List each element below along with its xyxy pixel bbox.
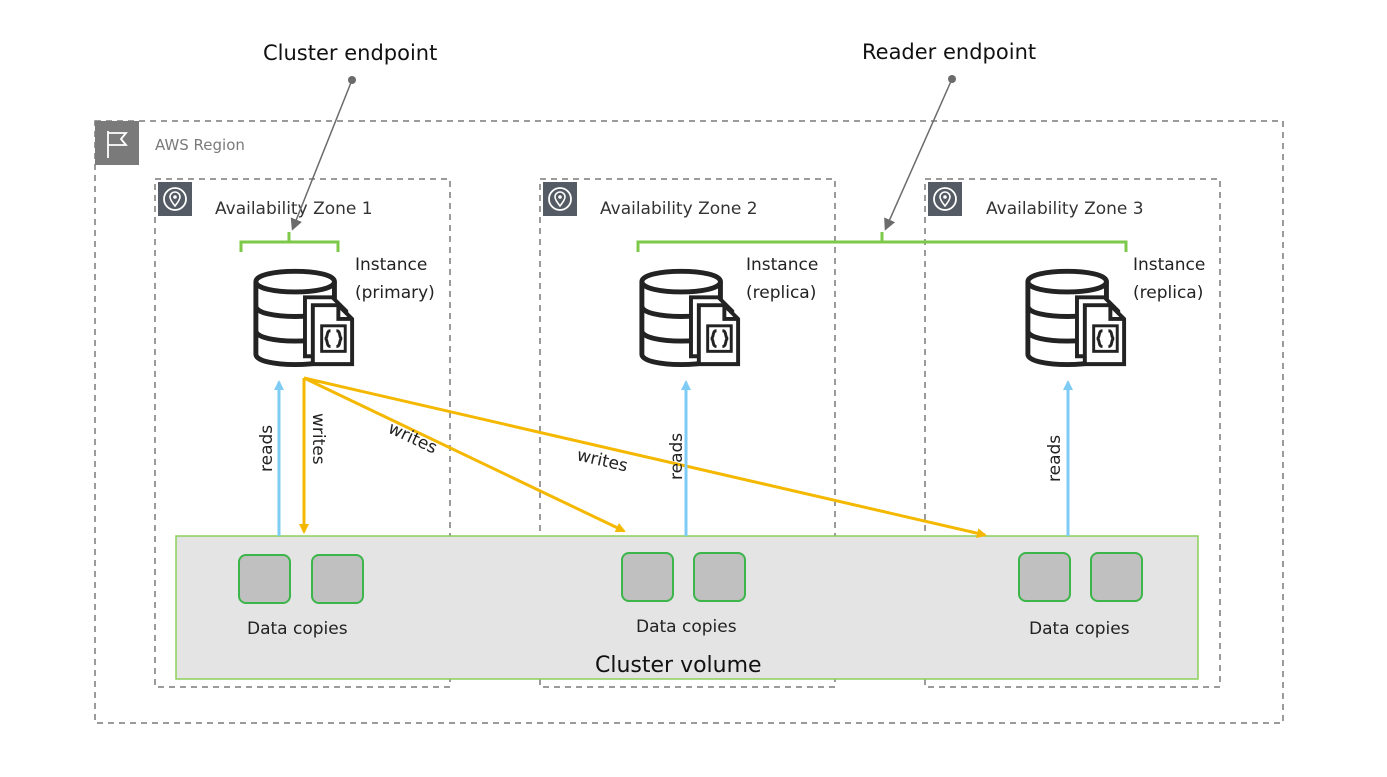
writes-arrow-zone-3 <box>303 376 987 539</box>
availability-zone-3-box <box>924 178 1221 688</box>
availability-zone-1-box <box>154 178 451 688</box>
database-document-icon <box>256 271 352 364</box>
reads-label: reads <box>1045 435 1065 482</box>
cluster-endpoint-label: Cluster endpoint <box>263 41 437 65</box>
data-copy-block <box>693 552 746 602</box>
zone-1-label: Availability Zone 1 <box>215 199 373 219</box>
reads-label: reads <box>667 433 687 480</box>
instance-label: Instance <box>746 255 818 275</box>
data-copies-label: Data copies <box>636 617 737 637</box>
cluster-endpoint-pointer <box>290 79 353 231</box>
reads-label: reads <box>257 425 277 472</box>
cluster-volume-label: Cluster volume <box>595 653 762 678</box>
reader-endpoint-pointer <box>884 78 953 231</box>
data-copies-label: Data copies <box>1029 619 1130 639</box>
writes-arrow-zone-2 <box>303 376 626 533</box>
cluster-endpoint-bracket <box>239 232 340 252</box>
data-copy-block <box>621 552 674 602</box>
data-copy-block <box>311 554 364 604</box>
zone-3-label: Availability Zone 3 <box>986 199 1144 219</box>
location-pin-icon <box>158 182 192 216</box>
instance-role-label: (replica) <box>1133 283 1203 303</box>
location-pin-icon <box>543 182 577 216</box>
data-copy-block <box>238 554 291 604</box>
instance-role-label: (primary) <box>355 283 435 303</box>
writes-label: writes <box>385 418 440 458</box>
writes-label: writes <box>308 413 328 465</box>
database-document-icon <box>1028 271 1124 364</box>
instance-label: Instance <box>355 255 427 275</box>
region-label: AWS Region <box>155 136 245 154</box>
instance-role-label: (replica) <box>746 283 816 303</box>
reader-endpoint-bracket <box>636 232 1128 252</box>
data-copies-label: Data copies <box>247 619 348 639</box>
availability-zone-2-box <box>539 178 836 688</box>
data-copy-block <box>1090 552 1143 602</box>
zone-2-label: Availability Zone 2 <box>600 199 758 219</box>
location-pin-icon <box>928 182 962 216</box>
flag-icon <box>95 121 139 165</box>
reader-endpoint-label: Reader endpoint <box>862 40 1036 64</box>
database-document-icon <box>642 271 738 364</box>
aws-region-box <box>94 120 1284 724</box>
data-copy-block <box>1018 552 1071 602</box>
instance-label: Instance <box>1133 255 1205 275</box>
